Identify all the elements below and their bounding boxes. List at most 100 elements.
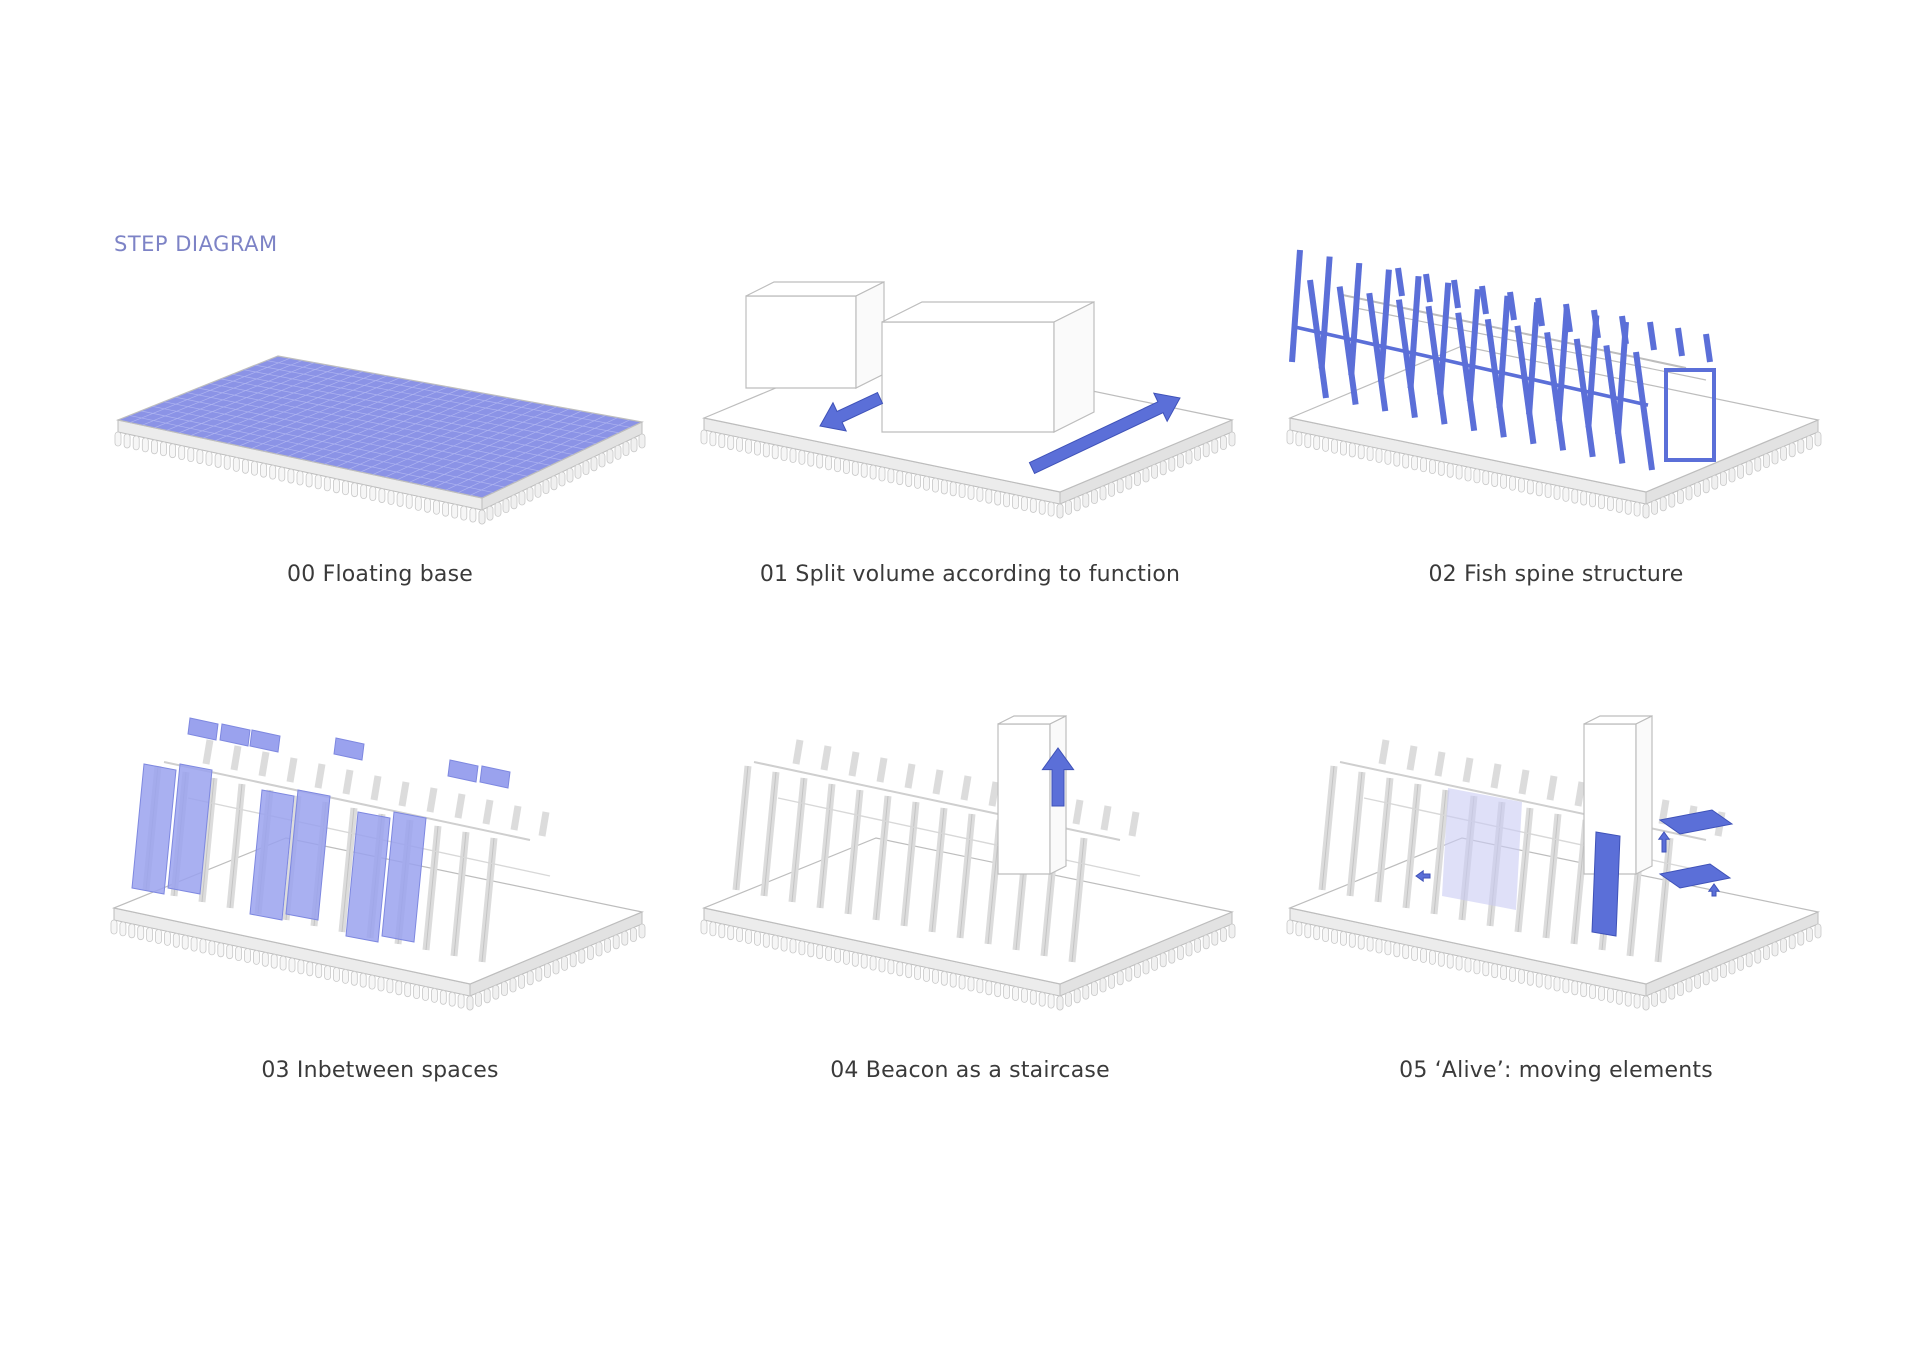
- frame-edge: [453, 831, 467, 957]
- pontoon: [1038, 499, 1046, 515]
- grid-line: [129, 415, 494, 493]
- pontoon: [1615, 989, 1623, 1005]
- spine-tip: [1563, 303, 1573, 333]
- step-01-panel: 01 Split volume according to function: [700, 260, 1240, 600]
- pontoon: [324, 965, 332, 981]
- pontoon: [595, 941, 603, 957]
- pontoon: [1133, 963, 1141, 979]
- spine-brace: [1473, 364, 1501, 375]
- pontoon: [869, 464, 877, 480]
- pontoon: [1754, 948, 1762, 964]
- stair-frame: [1664, 368, 1716, 462]
- pontoon: [994, 982, 1002, 998]
- volume-front: [745, 295, 857, 389]
- pontoon: [798, 449, 806, 465]
- pontoon: [1375, 448, 1383, 463]
- frame-tip: [538, 811, 550, 837]
- pontoon: [270, 953, 278, 969]
- grid-line: [266, 360, 631, 428]
- pontoon: [1624, 499, 1632, 515]
- frame-edge: [1657, 837, 1671, 963]
- pontoon: [1020, 987, 1028, 1003]
- pontoon: [306, 961, 314, 977]
- spine-rib: [1466, 289, 1481, 402]
- pontoon: [287, 468, 295, 484]
- pontoon: [1375, 938, 1383, 954]
- pontoon: [700, 919, 708, 935]
- pontoon: [1384, 449, 1392, 465]
- pontoon: [1780, 445, 1788, 461]
- spine-rib: [1455, 312, 1478, 432]
- pontoon: [1108, 481, 1116, 497]
- pontoon: [1491, 472, 1499, 487]
- pontoon: [887, 468, 895, 484]
- pontoon: [214, 453, 222, 468]
- spine-tip: [1451, 279, 1461, 309]
- pontoon: [780, 936, 788, 952]
- pontoon: [386, 978, 394, 994]
- spine-rib: [1336, 286, 1359, 405]
- frame-edge: [903, 801, 917, 927]
- spine-rib: [1348, 262, 1363, 376]
- frame-tip: [342, 769, 354, 795]
- pontoon: [1082, 492, 1090, 508]
- pontoon: [187, 447, 195, 463]
- volume-side: [1053, 301, 1095, 433]
- arrow-small-up: [1657, 831, 1671, 853]
- spine-tip: [1703, 333, 1713, 363]
- pontoon: [878, 957, 886, 973]
- pontoon: [1056, 503, 1064, 519]
- pontoon: [1509, 967, 1516, 982]
- ridge-line: [1337, 293, 1687, 369]
- pontoon: [1562, 486, 1570, 502]
- spine-brace: [1591, 390, 1619, 401]
- pontoon: [1598, 494, 1605, 510]
- pontoon: [1125, 474, 1133, 490]
- pontoon: [526, 970, 534, 986]
- pontoon: [279, 955, 287, 971]
- pontoon: [985, 980, 993, 996]
- pontoon: [1090, 981, 1098, 997]
- step-03-caption: 03 Inbetween spaces: [261, 1058, 499, 1083]
- pontoon: [1366, 446, 1374, 462]
- roof-panel: [479, 765, 511, 789]
- spine-tip: [1675, 327, 1685, 357]
- volume-large: [881, 301, 1095, 433]
- pontoon: [1606, 496, 1614, 512]
- pontoon: [1003, 492, 1011, 508]
- grid-line: [220, 378, 585, 450]
- pontoon: [1194, 445, 1202, 461]
- pontoon: [590, 456, 598, 472]
- pontoon: [260, 462, 268, 478]
- pontoon: [1304, 923, 1312, 939]
- pontoon: [1322, 927, 1329, 943]
- ridge-line: [163, 761, 531, 841]
- spine-rib: [1484, 318, 1507, 438]
- pontoon: [614, 444, 622, 460]
- pontoon: [451, 503, 459, 519]
- pontoon: [958, 483, 966, 499]
- pontoon: [1719, 471, 1727, 487]
- spine-tip: [1535, 297, 1545, 327]
- pontoon: [387, 490, 395, 505]
- frame-edge: [425, 825, 439, 951]
- pontoon: [1814, 923, 1822, 939]
- pontoon: [1788, 934, 1796, 950]
- pontoon: [1357, 934, 1365, 950]
- frame-tip: [1406, 745, 1418, 771]
- pontoon: [622, 441, 630, 457]
- frame-edge: [931, 807, 945, 933]
- frame-tip: [1378, 739, 1390, 765]
- sliding-wall: [1591, 831, 1621, 937]
- pontoon-row: [1286, 919, 1822, 1011]
- spine-rib: [1407, 275, 1422, 389]
- pontoon: [137, 925, 145, 941]
- pontoon: [1754, 456, 1762, 472]
- pontoon: [359, 972, 367, 988]
- spine-brace: [1562, 384, 1590, 394]
- pontoon: [1176, 945, 1184, 961]
- pontoon: [1082, 984, 1090, 1000]
- pontoon: [1047, 993, 1055, 1009]
- pontoon: [914, 473, 922, 489]
- pontoon: [771, 444, 779, 460]
